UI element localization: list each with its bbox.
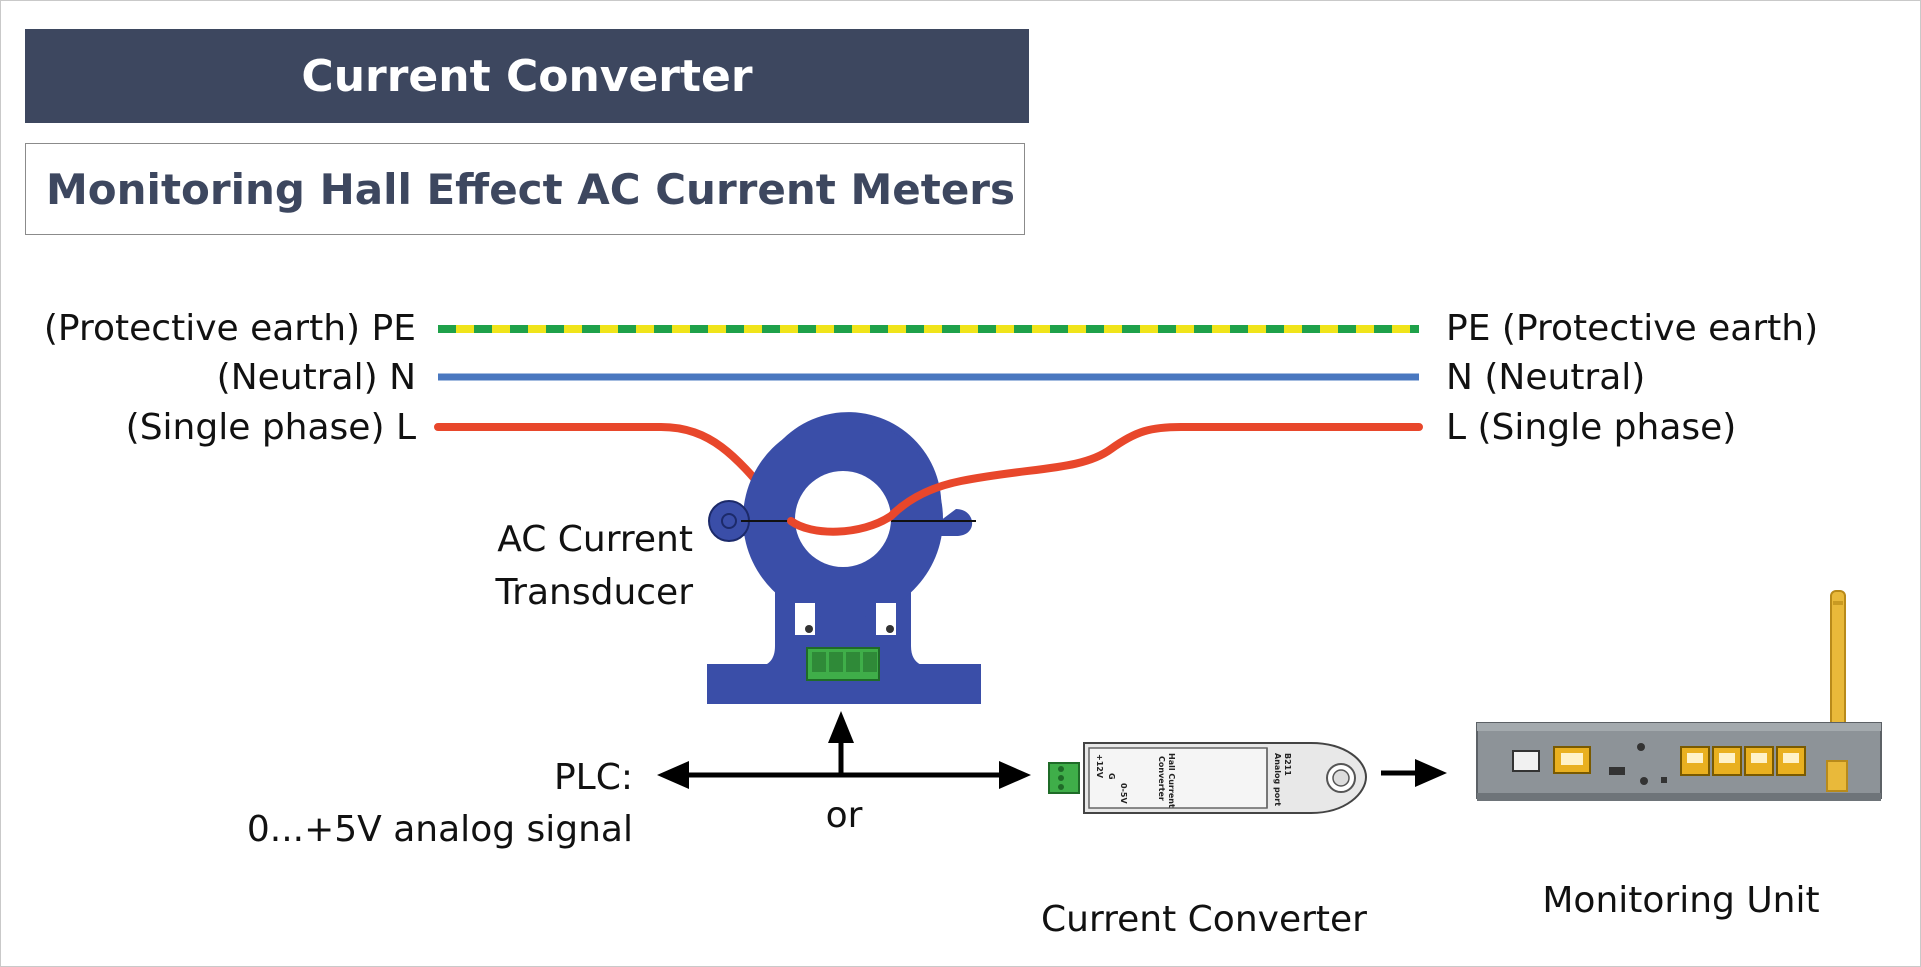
converter-cap-text-1: B211 [1283,753,1292,776]
pe-left-label: (Protective earth) PE [44,308,416,349]
current-converter-label: Current Converter [1041,899,1367,940]
transducer-terminal-block [806,647,880,681]
plc-label-line2: 0...+5V analog signal [247,809,633,850]
page-title: Current Converter [301,50,753,102]
transducer-label-line1: AC Current [497,519,693,560]
converter-body-text-2: Converter [1157,756,1166,801]
monitoring-unit-label: Monitoring Unit [1542,880,1819,921]
phone-port [1512,750,1540,772]
neutral-left-label: (Neutral) N [217,357,416,398]
output-arrow [1381,759,1447,787]
converter-pin-label-2: G [1107,773,1116,780]
page-subtitle: Monitoring Hall Effect AC Current Meters [46,164,1016,214]
transducer-label-line2: Transducer [494,572,693,613]
monitoring-unit-device [1476,590,1882,801]
converter-cap-text-2: Analog port [1273,753,1282,806]
pe-right-label: PE (Protective earth) [1446,308,1818,349]
ac-current-transducer [707,412,981,704]
transducer-aperture [795,471,891,567]
subtitle-box: Monitoring Hall Effect AC Current Meters [25,143,1025,235]
converter-pin-label-1: +12V [1095,754,1104,779]
plc-label-line1: PLC: [554,757,633,798]
phase-left-label: (Single phase) L [126,407,416,448]
phase-right-label: L (Single phase) [1446,407,1736,448]
neutral-right-label: N (Neutral) [1446,357,1645,398]
phase-wire-front [787,423,1423,536]
converter-body-text-1: Hall Current [1167,753,1176,808]
title-banner: Current Converter [25,29,1029,123]
current-converter-device: +12V G 0-5V Hall Current Converter B211 … [1048,742,1368,814]
signal-connector [657,711,1031,789]
converter-pin-label-3: 0-5V [1119,783,1128,804]
or-label: or [826,795,863,836]
